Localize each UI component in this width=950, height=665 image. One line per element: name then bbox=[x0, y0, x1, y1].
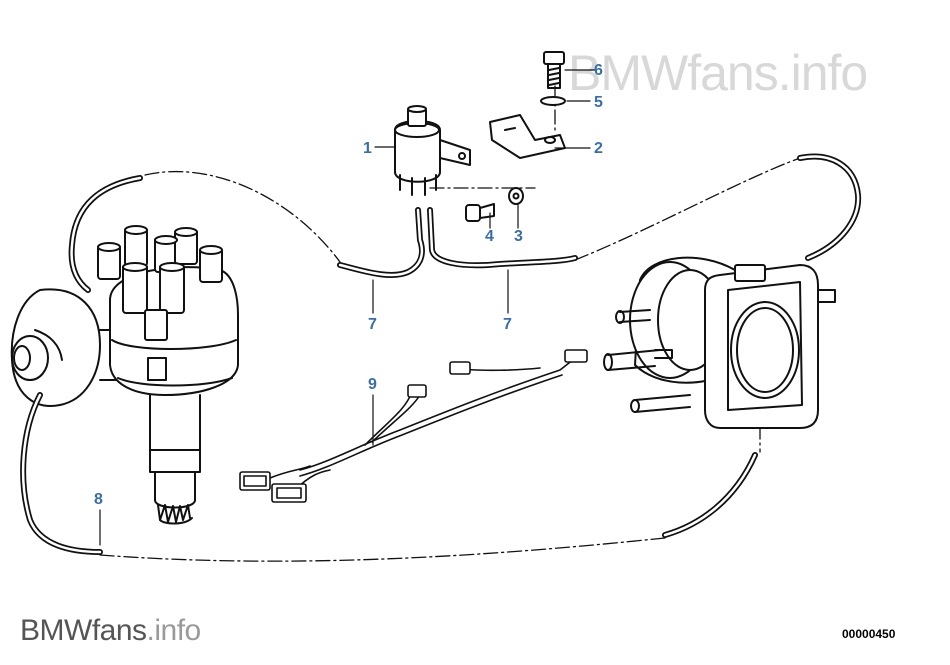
routing-lines bbox=[99, 85, 801, 562]
callout-2: 2 bbox=[594, 140, 603, 157]
callout-4: 4 bbox=[485, 228, 494, 245]
wiring-harness bbox=[239, 349, 588, 503]
callout-8: 8 bbox=[94, 491, 103, 508]
vacuum-valve bbox=[394, 105, 471, 196]
callout-1: 1 bbox=[363, 140, 372, 157]
throttle-housing bbox=[603, 256, 836, 429]
callout-7-right: 7 bbox=[503, 316, 512, 333]
screw-and-nut bbox=[465, 187, 524, 222]
leader-lines bbox=[99, 69, 596, 546]
watermark-suffix: .info bbox=[777, 45, 869, 101]
callout-6: 6 bbox=[594, 62, 603, 79]
footer-brand: BMWfans bbox=[20, 614, 147, 647]
footer-logo: BMWfans.info bbox=[20, 614, 201, 648]
bolt-and-washer bbox=[540, 51, 566, 106]
callout-7-left: 7 bbox=[368, 316, 377, 333]
callout-3: 3 bbox=[514, 228, 523, 245]
callout-5: 5 bbox=[594, 94, 603, 111]
bracket bbox=[489, 114, 566, 159]
drawing-code: 00000450 bbox=[842, 627, 896, 641]
watermark-brand: BMWfans bbox=[568, 45, 779, 101]
footer-suffix: .info bbox=[146, 614, 202, 647]
callout-9: 9 bbox=[368, 376, 377, 393]
watermark-top: BMWfans.info bbox=[568, 44, 869, 102]
distributor bbox=[10, 225, 239, 525]
callout-numbers: 1 2 3 4 5 6 7 7 8 9 bbox=[94, 62, 603, 508]
